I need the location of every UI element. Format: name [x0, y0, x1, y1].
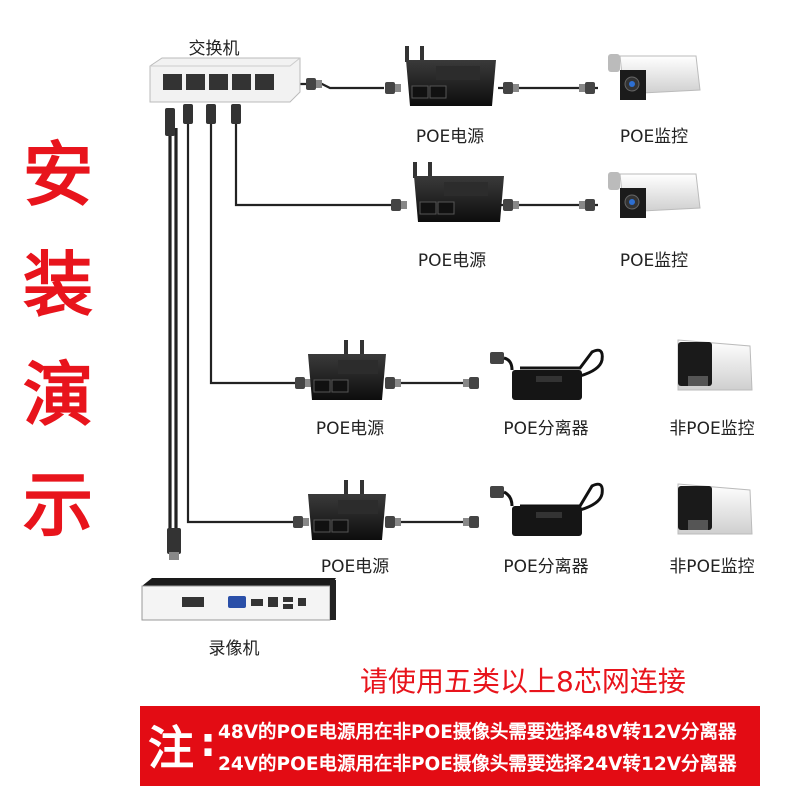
warning-banner: 注 : 48V的POE电源用在非POE摄像头需要选择48V转12V分离器 24V… — [140, 706, 760, 786]
poe-splitter — [490, 350, 602, 400]
banner-line-48v: 48V的POE电源用在非POE摄像头需要选择48V转12V分离器 — [218, 718, 737, 744]
poe-power-label: POE电源 — [418, 246, 486, 271]
poe-power-unit — [308, 340, 386, 400]
poe-power-unit — [413, 162, 504, 222]
nvr-label: 录像机 — [209, 634, 260, 659]
poe-camera — [608, 54, 700, 100]
non-poe-camera-label: 非POE监控 — [669, 414, 754, 439]
side-title-char: 装 — [18, 250, 98, 320]
nvr-recorder — [142, 578, 336, 620]
network-cables — [170, 84, 598, 540]
cable-connectors — [165, 78, 595, 560]
side-title-char: 演 — [18, 360, 98, 430]
side-title-char: 示 — [18, 470, 98, 540]
poe-power-label: POE电源 — [321, 552, 389, 577]
poe-power-unit — [308, 480, 386, 540]
note-mark: 注 — [148, 712, 194, 778]
poe-power-unit — [405, 46, 496, 106]
poe-power-label: POE电源 — [416, 122, 484, 147]
poe-camera-label: POE监控 — [620, 122, 688, 147]
poe-splitter-label: POE分离器 — [503, 414, 588, 439]
non-poe-camera — [678, 340, 752, 390]
poe-splitter-label: POE分离器 — [503, 552, 588, 577]
note-colon: : — [200, 720, 216, 766]
non-poe-camera-label: 非POE监控 — [669, 552, 754, 577]
cable-note: 请使用五类以上8芯网连接 — [360, 660, 686, 700]
poe-camera-label: POE监控 — [620, 246, 688, 271]
poe-splitter — [490, 484, 602, 536]
poe-camera — [608, 172, 700, 218]
poe-power-label: POE电源 — [316, 414, 384, 439]
side-title-char: 安 — [18, 140, 98, 210]
banner-line-24v: 24V的POE电源用在非POE摄像头需要选择24V转12V分离器 — [218, 750, 737, 776]
network-switch — [150, 58, 300, 102]
switch-label: 交换机 — [189, 34, 240, 59]
non-poe-camera — [678, 484, 752, 534]
